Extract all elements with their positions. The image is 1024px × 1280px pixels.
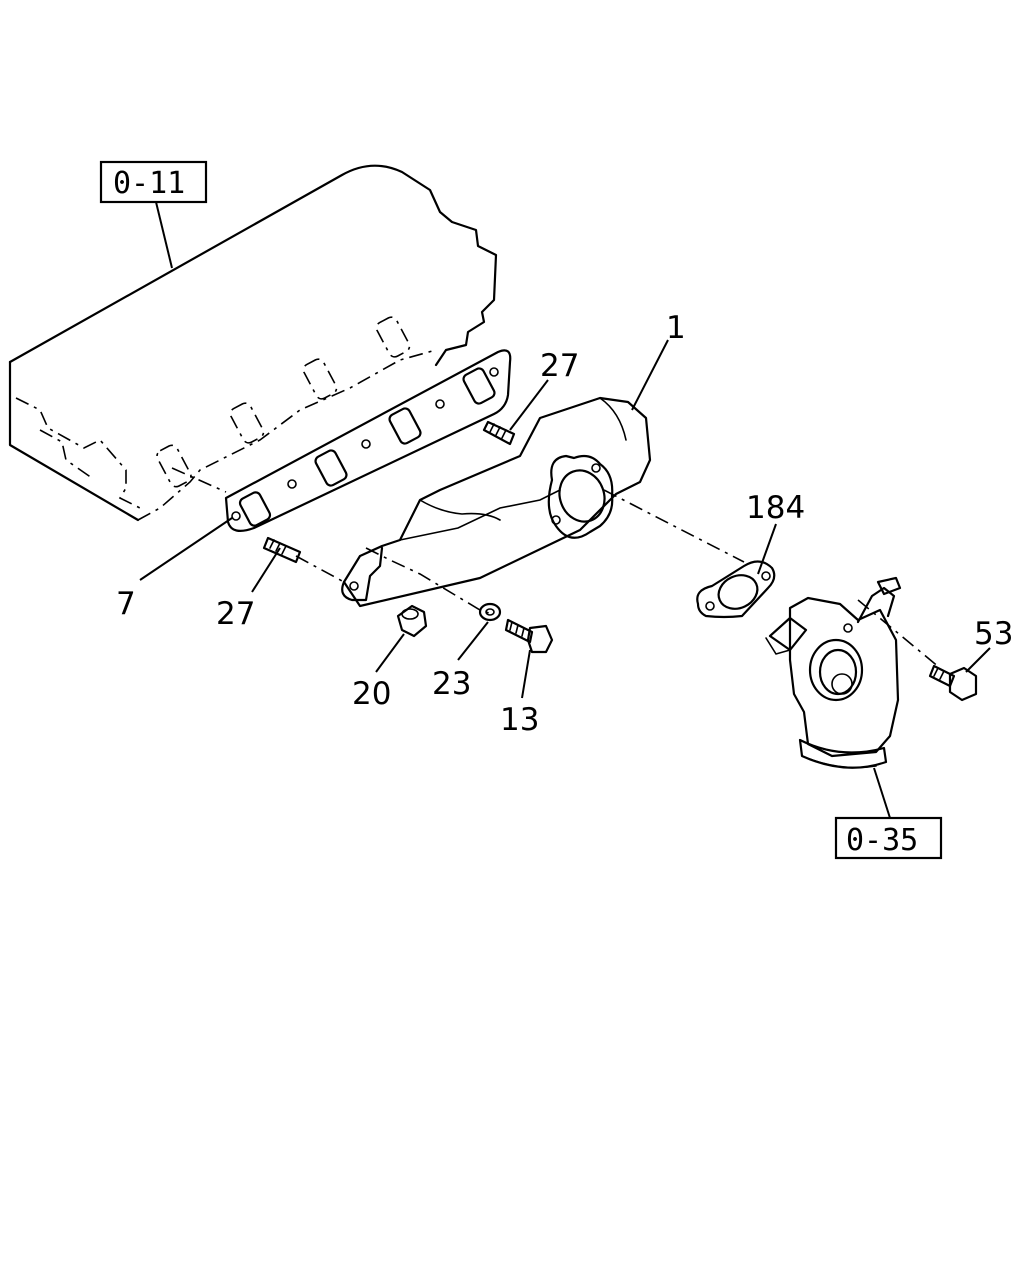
alignment-line-outlet — [603, 489, 745, 563]
callout-20: 20 — [352, 676, 391, 712]
reference-box-top: 0-11 — [99, 160, 208, 269]
callout-1: 1 — [666, 310, 686, 346]
manifold-gasket — [224, 349, 512, 533]
callout-184: 184 — [746, 490, 805, 526]
bolt-13 — [504, 618, 554, 654]
stud-upper — [482, 420, 516, 446]
reference-label-top: 0-11 — [113, 166, 185, 201]
nut — [396, 604, 428, 638]
callout-13: 13 — [500, 702, 539, 738]
washer — [478, 602, 502, 622]
bolt-53 — [928, 664, 978, 702]
exhaust-elbow — [765, 576, 902, 769]
callout-7: 7 — [116, 586, 136, 622]
reference-box-bottom: 0-35 — [834, 767, 943, 860]
callout-53: 53 — [974, 616, 1013, 652]
alignment-line-stud — [295, 555, 345, 583]
leader-lines — [139, 339, 991, 699]
cylinder-head-outline — [8, 164, 498, 522]
stud-lower — [262, 536, 302, 564]
callout-27-upper: 27 — [540, 348, 579, 384]
outlet-gasket — [696, 560, 776, 619]
exhaust-manifold — [341, 396, 652, 615]
callout-27-lower: 27 — [216, 596, 255, 632]
alignment-line-bolt — [857, 599, 941, 669]
reference-label-bottom: 0-35 — [846, 823, 918, 858]
callout-23: 23 — [432, 666, 471, 702]
